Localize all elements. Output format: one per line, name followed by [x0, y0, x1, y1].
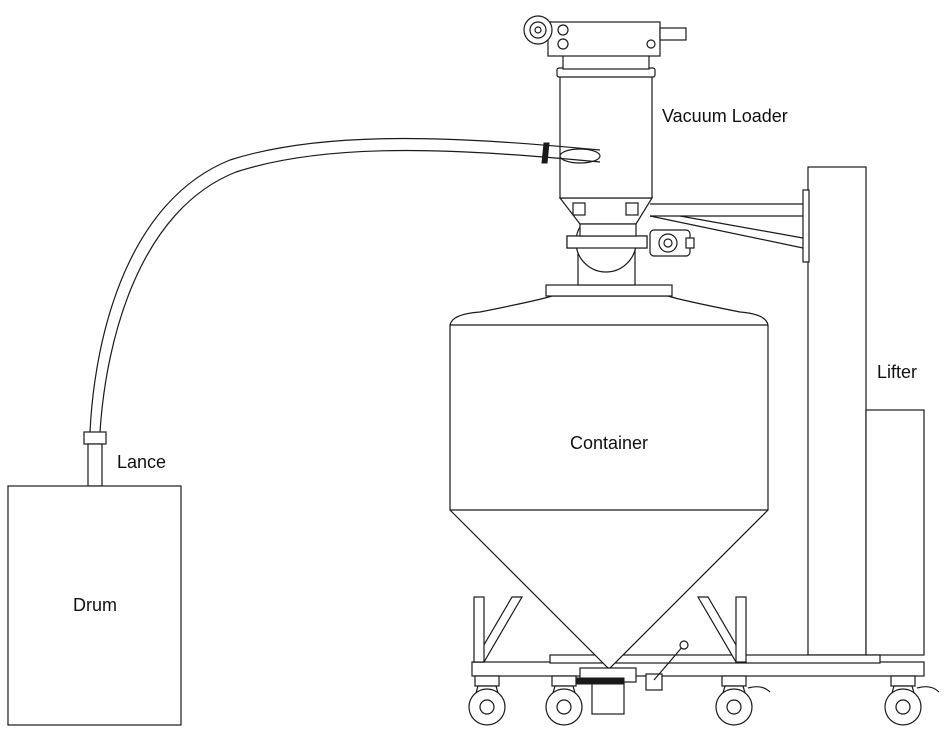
lifter-mast: [807, 166, 867, 656]
frame-post-right: [735, 596, 747, 663]
hose-outer-top: [89, 137, 601, 433]
gauge-icon: [557, 24, 569, 36]
caster-1: [468, 675, 506, 726]
drum: [7, 485, 182, 726]
loader-lid: [562, 54, 650, 70]
caster-3: [715, 675, 771, 726]
base-rail-upper: [549, 654, 881, 664]
valve-lever-knob: [679, 640, 689, 650]
pump-screw: [646, 39, 656, 49]
caster-2: [545, 675, 583, 726]
caster-brake: [747, 686, 771, 693]
container-flange: [545, 284, 673, 297]
lance-coupling: [83, 431, 107, 445]
lifter: [649, 166, 925, 656]
base-frame: [471, 596, 925, 715]
loader-cylinder: [559, 74, 653, 199]
vacuum-loader: [523, 15, 695, 286]
lance-tube: [87, 443, 103, 487]
lifter-carriage-plate: [802, 189, 810, 263]
valve-actuator: [645, 673, 663, 691]
pump-exhaust: [659, 27, 687, 41]
label-lifter: Lifter: [877, 362, 918, 382]
label-vacuum-loader: Vacuum Loader: [662, 106, 788, 126]
base-rail: [471, 661, 925, 677]
container-body: [449, 295, 769, 669]
gauge-icon: [557, 38, 569, 50]
label-container: Container: [570, 433, 649, 453]
discharge-outlet: [591, 681, 625, 715]
caster-4: [884, 675, 940, 726]
label-lance: Lance: [117, 452, 167, 472]
lifter-arm-brace: [649, 215, 804, 249]
frame-post-left: [473, 596, 485, 663]
loader-inlet: [559, 148, 601, 164]
label-drum: Drum: [73, 595, 117, 615]
lifter-drive-box: [865, 409, 925, 656]
valve-clamp: [575, 677, 625, 685]
caster-brake: [916, 686, 940, 693]
hose-clamp: [541, 142, 550, 164]
container: [449, 284, 769, 669]
conveying-hose: [89, 137, 601, 433]
loader-neck: [579, 223, 637, 237]
valve-lever: [653, 644, 685, 681]
lifter-arm-brace-inner: [679, 215, 804, 239]
hose-outer-bottom: [99, 149, 601, 433]
lance: [83, 431, 107, 487]
